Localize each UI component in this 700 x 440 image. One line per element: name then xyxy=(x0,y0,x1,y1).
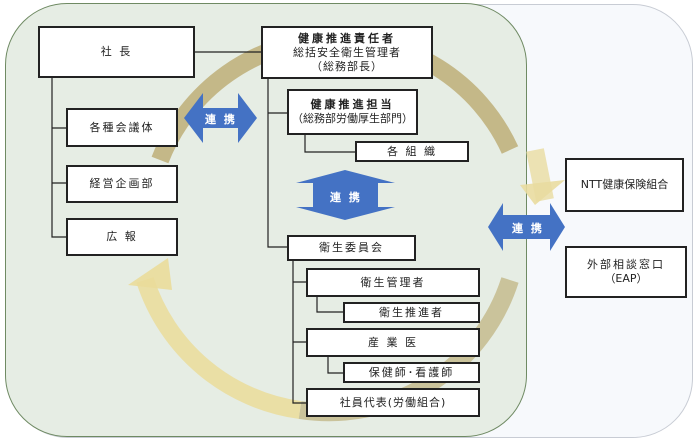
link-label-3: 連 携 xyxy=(512,222,544,235)
box-ntt-insurance: NTT健康保険組合 xyxy=(565,158,684,212)
box-label: 健康推進担当 xyxy=(310,98,395,111)
box-label: 経営企画部 xyxy=(89,177,155,190)
box-hygiene-promoter: 衛生推進者 xyxy=(343,302,480,323)
box-label: 社 長 xyxy=(100,45,133,58)
link-label-1: 連 携 xyxy=(205,113,237,126)
org-lines xyxy=(51,51,355,404)
link-arrow-3 xyxy=(488,203,565,251)
box-hygiene-manager: 衛生管理者 xyxy=(306,268,480,297)
box-label: 衛生委員会 xyxy=(319,241,384,254)
box-label: NTT健康保険組合 xyxy=(580,178,669,191)
box-label: 外部相談窓口 xyxy=(587,258,665,271)
box-label: 社員代表(労働組合) xyxy=(339,395,447,409)
box-health-lead: 健康推進責任者総括安全衛生管理者（総務部長） xyxy=(261,26,433,79)
box-label: 健康推進責任者 xyxy=(298,31,396,45)
box-external-consult: 外部相談窓口（EAP） xyxy=(565,246,687,298)
box-label: 保健師･看護師 xyxy=(368,365,455,379)
box-committee: 衛生委員会 xyxy=(287,235,416,261)
link-label-2: 連 携 xyxy=(330,191,362,204)
box-label: 各種会議体 xyxy=(89,120,155,134)
box-sublabel: （総務部長） xyxy=(311,59,383,73)
box-meetings: 各種会議体 xyxy=(66,108,178,147)
box-president: 社 長 xyxy=(38,26,195,78)
cycle-arrowhead-left xyxy=(128,258,172,290)
box-label: 産 業 医 xyxy=(368,335,418,349)
box-label: 衛生管理者 xyxy=(360,275,426,289)
cycle-arrowhead-right xyxy=(520,180,565,205)
link-arrow-2 xyxy=(296,170,395,220)
box-sublabel: （EAP） xyxy=(604,272,648,285)
box-industrial-doctor: 産 業 医 xyxy=(306,328,480,357)
box-pr: 広 報 xyxy=(66,218,178,256)
link-arrow-1 xyxy=(184,93,257,143)
box-label: 広 報 xyxy=(106,230,138,243)
cycle-arc-left xyxy=(136,277,302,419)
box-planning: 経営企画部 xyxy=(66,165,178,203)
box-sublabel: （総務部労働厚生部門） xyxy=(292,112,413,125)
box-nurse: 保健師･看護師 xyxy=(343,362,480,383)
box-health-staff: 健康推進担当（総務部労働厚生部門） xyxy=(287,89,418,135)
box-label: 衛生推進者 xyxy=(379,305,444,319)
box-organizations: 各 組 織 xyxy=(355,141,469,162)
box-label: 各 組 織 xyxy=(387,144,437,158)
box-employee-rep: 社員代表(労働組合) xyxy=(306,388,480,417)
box-sublabel: 総括安全衛生管理者 xyxy=(293,45,401,59)
